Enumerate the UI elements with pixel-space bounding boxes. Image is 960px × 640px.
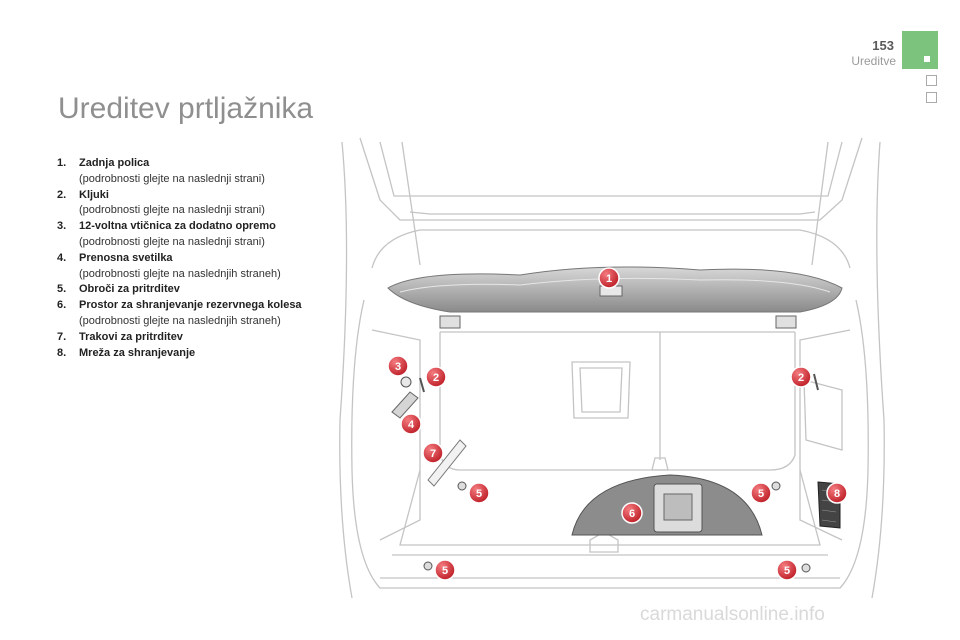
item-number: 8. <box>57 346 67 359</box>
section-name: Ureditve <box>851 54 896 68</box>
callout-label: 2 <box>798 372 804 384</box>
callout-badge: 5 <box>776 559 798 581</box>
item-number: 7. <box>57 330 67 343</box>
callout-badge: 2 <box>425 366 447 388</box>
callout-badge: 5 <box>434 559 456 581</box>
callout-badge: 3 <box>387 355 409 377</box>
callout-label: 4 <box>408 419 415 431</box>
callout-label: 2 <box>433 372 439 384</box>
item-note: (podrobnosti glejte na naslednji strani) <box>79 204 265 217</box>
trunk-illustration: 1 2 2 3 4 5 5 5 5 6 7 8 <box>339 137 885 599</box>
callout-badge: 6 <box>621 502 643 524</box>
item-label: Zadnja polica <box>79 157 150 169</box>
item-label: Prostor za shranjevanje rezervnega koles… <box>79 299 302 312</box>
callout-label: 5 <box>758 488 764 500</box>
item-note: (podrobnosti glejte na naslednjih strane… <box>79 267 281 280</box>
callout-label: 7 <box>430 448 436 460</box>
item-note: (podrobnosti glejte na naslednji strani) <box>79 235 265 248</box>
list-item: 4. Prenosna svetilka (podrobnosti glejte n… <box>57 251 357 283</box>
item-number: 6. <box>57 299 67 312</box>
item-number: 4. <box>57 251 67 264</box>
chapter-tab[interactable] <box>926 92 937 103</box>
item-label: Trakovi za pritrditev <box>79 330 183 343</box>
item-number: 1. <box>57 157 67 169</box>
page-title: Ureditev prtljažnika <box>58 92 314 125</box>
watermark: carmanualsonline.info <box>640 604 825 625</box>
list-item: 2. Kljuki (podrobnosti glejte na naslednji… <box>57 188 357 220</box>
callout-label: 5 <box>442 565 448 577</box>
item-note: (podrobnosti glejte na naslednjih strane… <box>79 314 281 327</box>
callout-badge: 5 <box>750 482 772 504</box>
callout-label: 8 <box>834 488 840 500</box>
callout-badge: 5 <box>468 482 490 504</box>
item-label: Obroči za pritrditev <box>79 283 180 296</box>
item-label: 12-voltna vtičnica za dodatno opremo <box>79 220 276 233</box>
item-number: 2. <box>57 188 67 201</box>
callout-label: 5 <box>784 565 790 577</box>
list-item: 7. Trakovi za pritrditev <box>57 330 357 346</box>
chapter-tab[interactable] <box>926 75 937 86</box>
callout-badge: 2 <box>790 366 812 388</box>
tab-dot <box>924 56 930 62</box>
list-item: 1. Zadnja polica (podrobnosti glejte na na… <box>57 156 357 188</box>
chapter-tab-active[interactable] <box>902 31 938 69</box>
page-number: 153 <box>872 38 894 53</box>
list-item: 8. Mreža za shranjevanje <box>57 346 357 362</box>
item-number: 3. <box>57 220 67 233</box>
list-item: 5. Obroči za pritrditev <box>57 282 357 298</box>
callout-label: 3 <box>395 361 401 373</box>
callout-badge: 8 <box>826 482 848 504</box>
callout-label: 1 <box>606 273 612 285</box>
item-number: 5. <box>57 283 67 296</box>
item-list: 1. Zadnja polica (podrobnosti glejte na na… <box>57 156 357 361</box>
item-label: Kljuki <box>79 188 109 201</box>
item-label: Prenosna svetilka <box>79 251 173 264</box>
item-label: Mreža za shranjevanje <box>79 346 196 359</box>
callout-badge: 4 <box>400 413 422 435</box>
callout-badge: 7 <box>422 442 444 464</box>
list-item: 3. 12-voltna vtičnica za dodatno opremo (p… <box>57 219 357 251</box>
callout-label: 6 <box>629 508 635 520</box>
callout-label: 5 <box>476 488 482 500</box>
item-note: (podrobnosti glejte na naslednji strani) <box>79 172 265 185</box>
list-item: 6. Prostor za shranjevanje rezervnega kol… <box>57 298 357 330</box>
callout-badge: 1 <box>598 267 620 289</box>
